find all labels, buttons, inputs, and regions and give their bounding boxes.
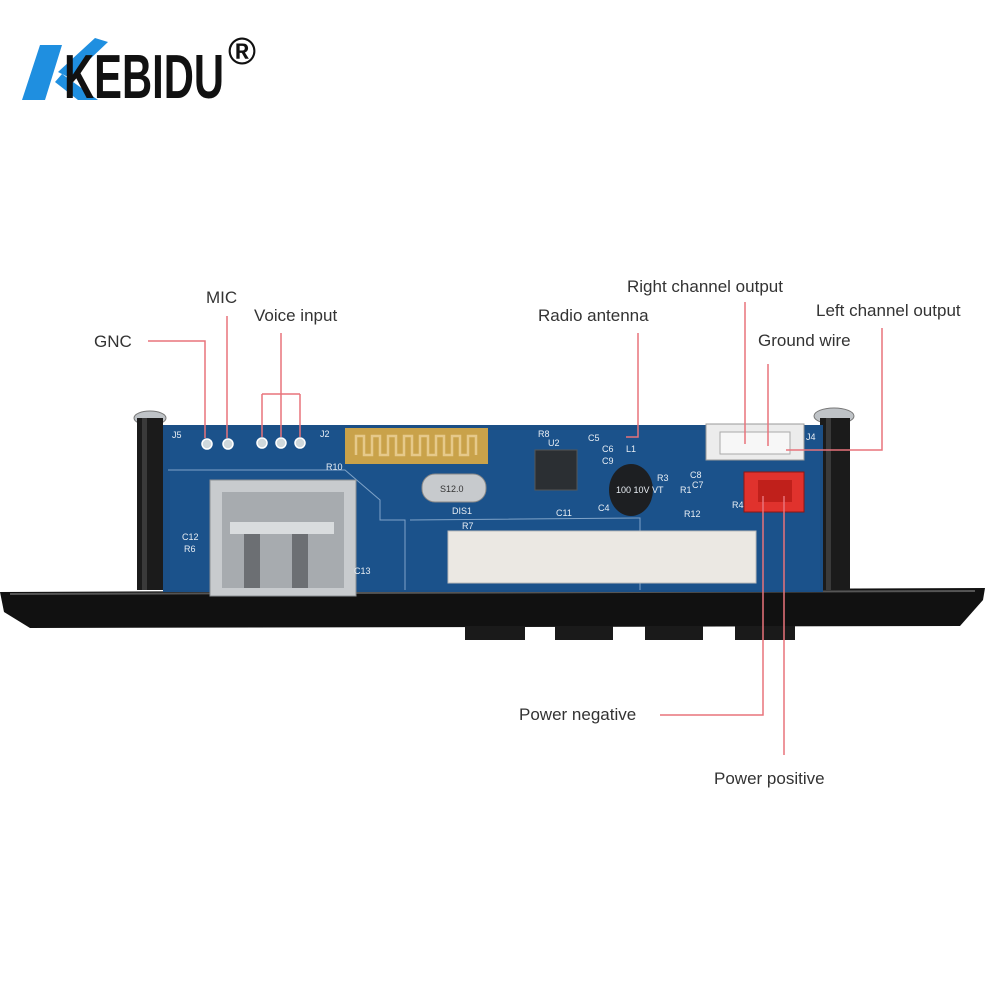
silk-c8: C8 (690, 470, 702, 480)
display-strip (447, 530, 757, 584)
leader-voice-input (261, 333, 301, 437)
pcb-board: S12.0 100 10V VT J5 J2 J4 U2 R8 C5 C6 C9… (163, 423, 823, 597)
audio-output-connector (705, 423, 805, 461)
j2-header (256, 437, 306, 449)
silk-l1: L1 (626, 444, 636, 454)
left-standoff (133, 410, 167, 590)
label-power-positive: Power positive (714, 769, 825, 788)
bt-antenna-trace (354, 434, 478, 457)
leader-left-channel (786, 328, 883, 451)
j5-header (201, 438, 234, 450)
silk-r8: R8 (538, 429, 550, 439)
ic-u2 (534, 449, 578, 491)
right-standoff (813, 407, 855, 590)
silk-r4: R4 (732, 500, 744, 510)
silk-c11: C11 (556, 508, 572, 518)
silk-r12: R12 (684, 509, 701, 519)
leader-lines (148, 302, 883, 755)
silk-r7: R7 (462, 521, 474, 531)
silk-c4: C4 (598, 503, 610, 513)
brand-logo: KEBIDU ® (22, 31, 256, 112)
label-power-negative: Power negative (519, 705, 636, 724)
label-voice-input: Voice input (254, 306, 337, 325)
power-connector (743, 471, 805, 513)
label-left-channel-output: Left channel output (816, 301, 961, 320)
label-radio-antenna: Radio antenna (538, 306, 649, 325)
faceplate (0, 588, 985, 640)
crystal-oscillator: S12.0 (421, 473, 487, 503)
svg-text:100 10V VT: 100 10V VT (616, 485, 664, 495)
faceplate-button-4 (735, 626, 795, 640)
registered-mark: ® (228, 31, 256, 73)
leader-radio-antenna (626, 333, 639, 438)
label-gnc: GNC (94, 332, 132, 351)
label-ground-wire: Ground wire (758, 331, 851, 350)
label-right-channel-output: Right channel output (627, 277, 783, 296)
leader-gnc (148, 340, 206, 438)
silk-c5: C5 (588, 433, 600, 443)
silk-c13: C13 (354, 566, 371, 576)
bt-antenna-pad (345, 428, 488, 464)
usb-port (209, 479, 357, 597)
silk-j5: J5 (172, 430, 182, 440)
silk-u2: U2 (548, 438, 560, 448)
silk-j4: J4 (806, 432, 816, 442)
electrolytic-capacitor: 100 10V VT (609, 464, 664, 516)
silk-r10: R10 (326, 462, 343, 472)
callout-labels: GNC MIC Voice input Radio antenna Right … (94, 277, 961, 788)
silk-j2: J2 (320, 429, 330, 439)
logo-text: KEBIDU (64, 43, 224, 112)
silk-r3: R3 (657, 473, 669, 483)
silk-r1: R1 (680, 485, 692, 495)
logo-k-swoosh (22, 38, 108, 100)
silk-c6: C6 (602, 444, 614, 454)
silk-dis1: DIS1 (452, 506, 472, 516)
silk-c9: C9 (602, 456, 614, 466)
leader-power-negative (660, 496, 764, 716)
faceplate-button-3 (645, 626, 703, 640)
silk-r6: R6 (184, 544, 196, 554)
label-mic: MIC (206, 288, 237, 307)
faceplate-button-1 (465, 626, 525, 640)
svg-text:S12.0: S12.0 (440, 484, 464, 494)
faceplate-button-2 (555, 626, 613, 640)
silk-c12: C12 (182, 532, 199, 542)
silk-c7: C7 (692, 480, 704, 490)
